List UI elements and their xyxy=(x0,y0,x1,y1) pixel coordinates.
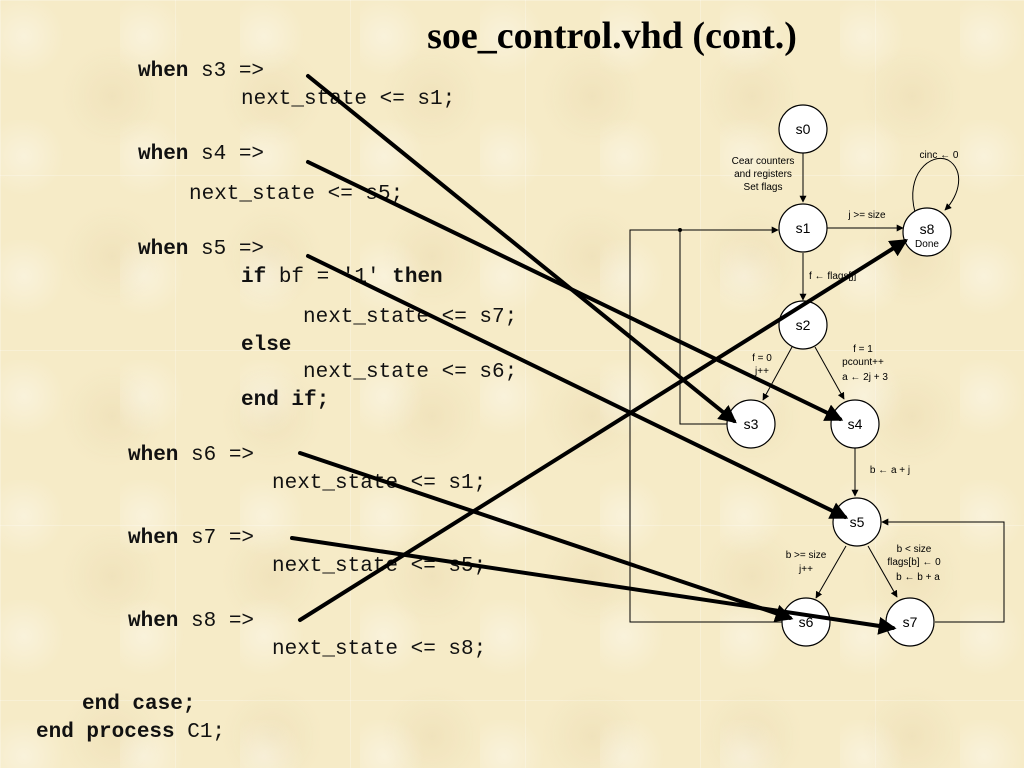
state-s3: s3 xyxy=(726,399,776,449)
arrow-code-s6-to-state-s6 xyxy=(298,451,794,622)
edge-s6-s1 xyxy=(629,226,782,623)
code-text: s8 => xyxy=(178,610,255,633)
code-text: bf = '1' xyxy=(266,266,393,289)
arrow-code-s8-to-state-s8 xyxy=(298,239,909,622)
state-s5: s5 xyxy=(832,497,882,547)
keyword: when xyxy=(138,238,189,261)
keyword: else xyxy=(241,334,292,357)
arrow-code-s5-to-state-s5 xyxy=(306,254,849,519)
label-s4-s5: b ← a + j xyxy=(870,465,910,476)
label-s2-s3-line2: j++ xyxy=(754,366,769,377)
label-s2-s4-line3: a ← 2j + 3 xyxy=(842,372,888,383)
svg-text:s8: s8 xyxy=(920,221,935,237)
code-line-end-case: end case; xyxy=(82,693,195,717)
code-line-when-s4: when s4 => xyxy=(138,143,264,167)
code-line-end-if: end if; xyxy=(241,389,329,413)
svg-text:s3: s3 xyxy=(744,416,759,432)
label-s2-s4-line1: f = 1 xyxy=(853,344,873,355)
label-s1-s8: j >= size xyxy=(847,210,886,221)
edge-s5-s6 xyxy=(815,545,847,599)
label-s2-s3-line1: f = 0 xyxy=(752,353,772,364)
keyword: end process xyxy=(36,721,175,744)
code-text: s4 => xyxy=(188,143,265,166)
label-s5-s6-line2: j++ xyxy=(798,564,813,575)
s0-action-line3: Set flags xyxy=(744,182,783,193)
code-line-when-s7: when s7 => xyxy=(128,527,254,551)
keyword: end if; xyxy=(241,389,330,412)
diagram-edges xyxy=(629,153,1005,623)
code-to-state-arrows xyxy=(290,74,909,635)
code-line-next-s5-b: next_state <= s5; xyxy=(272,555,487,578)
keyword: when xyxy=(128,444,179,467)
keyword: when xyxy=(138,143,189,166)
svg-text:s2: s2 xyxy=(796,317,811,333)
edge-s8-loop xyxy=(912,158,960,213)
label-s5-s6-line1: b >= size xyxy=(786,550,827,561)
code-line-else: else xyxy=(241,334,291,358)
code-text: s7 => xyxy=(178,527,255,550)
code-line-when-s8: when s8 => xyxy=(128,610,254,634)
junction-dot xyxy=(678,228,682,232)
code-line-next-s8: next_state <= s8; xyxy=(272,638,487,661)
code-line-next-s1: next_state <= s1; xyxy=(241,88,456,111)
s0-action-line2: and registers xyxy=(734,169,792,180)
arrow-code-s7-to-state-s7 xyxy=(290,536,897,635)
code-line-next-s6: next_state <= s6; xyxy=(303,361,518,384)
code-text: s3 => xyxy=(188,60,265,83)
code-line-next-s5: next_state <= s5; xyxy=(189,183,404,206)
keyword: if xyxy=(241,266,267,289)
svg-text:s5: s5 xyxy=(850,514,865,530)
code-text: C1; xyxy=(174,721,226,744)
state-s7: s7 xyxy=(885,597,935,647)
state-s8-sublabel: Done xyxy=(915,239,939,250)
state-s1: s1 xyxy=(778,203,828,253)
arrow-code-s3-to-state-s3 xyxy=(306,74,737,424)
label-s5-s7-line3: b ← b + a xyxy=(896,572,940,583)
svg-text:s7: s7 xyxy=(903,614,918,630)
keyword: when xyxy=(128,610,179,633)
code-line-next-s1-b: next_state <= s1; xyxy=(272,472,487,495)
edge-s7-s5 xyxy=(881,518,1005,623)
code-line-when-s5: when s5 => xyxy=(138,238,264,262)
edge-s2-s3 xyxy=(762,346,793,401)
arrow-code-s4-to-state-s4 xyxy=(306,160,844,421)
code-line-when-s3: when s3 => xyxy=(138,60,264,84)
svg-text:s4: s4 xyxy=(848,416,863,432)
label-s1-s2: f ← flags[j] xyxy=(809,271,856,282)
label-s8-loop: cinc ← 0 xyxy=(920,150,959,161)
label-s2-s4-line2: pcount++ xyxy=(842,357,884,368)
code-line-end-process: end process C1; xyxy=(36,721,225,745)
label-s5-s7-line2: flags[b] ← 0 xyxy=(887,557,941,568)
keyword: when xyxy=(128,527,179,550)
svg-text:s1: s1 xyxy=(796,220,811,236)
code-text: s6 => xyxy=(178,444,255,467)
edge-s2-s4 xyxy=(814,346,845,400)
keyword: then xyxy=(392,266,443,289)
diagram-labels: Cear counters and registers Set flags j … xyxy=(732,150,959,583)
state-s0: s0 xyxy=(778,104,828,154)
edge-s3-s1 xyxy=(679,230,727,425)
state-s2: s2 xyxy=(778,300,828,350)
svg-text:s0: s0 xyxy=(796,121,811,137)
keyword: end case; xyxy=(82,693,196,716)
svg-text:s6: s6 xyxy=(799,614,814,630)
edge-s5-s7 xyxy=(867,545,898,598)
state-s4: s4 xyxy=(830,399,880,449)
s0-action-line1: Cear counters xyxy=(732,156,795,167)
keyword: when xyxy=(138,60,189,83)
state-s6: s6 xyxy=(781,597,831,647)
label-s5-s7-line1: b < size xyxy=(897,544,932,555)
code-line-when-s6: when s6 => xyxy=(128,444,254,468)
code-line-if: if bf = '1' then xyxy=(241,266,443,290)
code-text: s5 => xyxy=(188,238,265,261)
slide-title: soe_control.vhd (cont.) xyxy=(427,15,797,57)
